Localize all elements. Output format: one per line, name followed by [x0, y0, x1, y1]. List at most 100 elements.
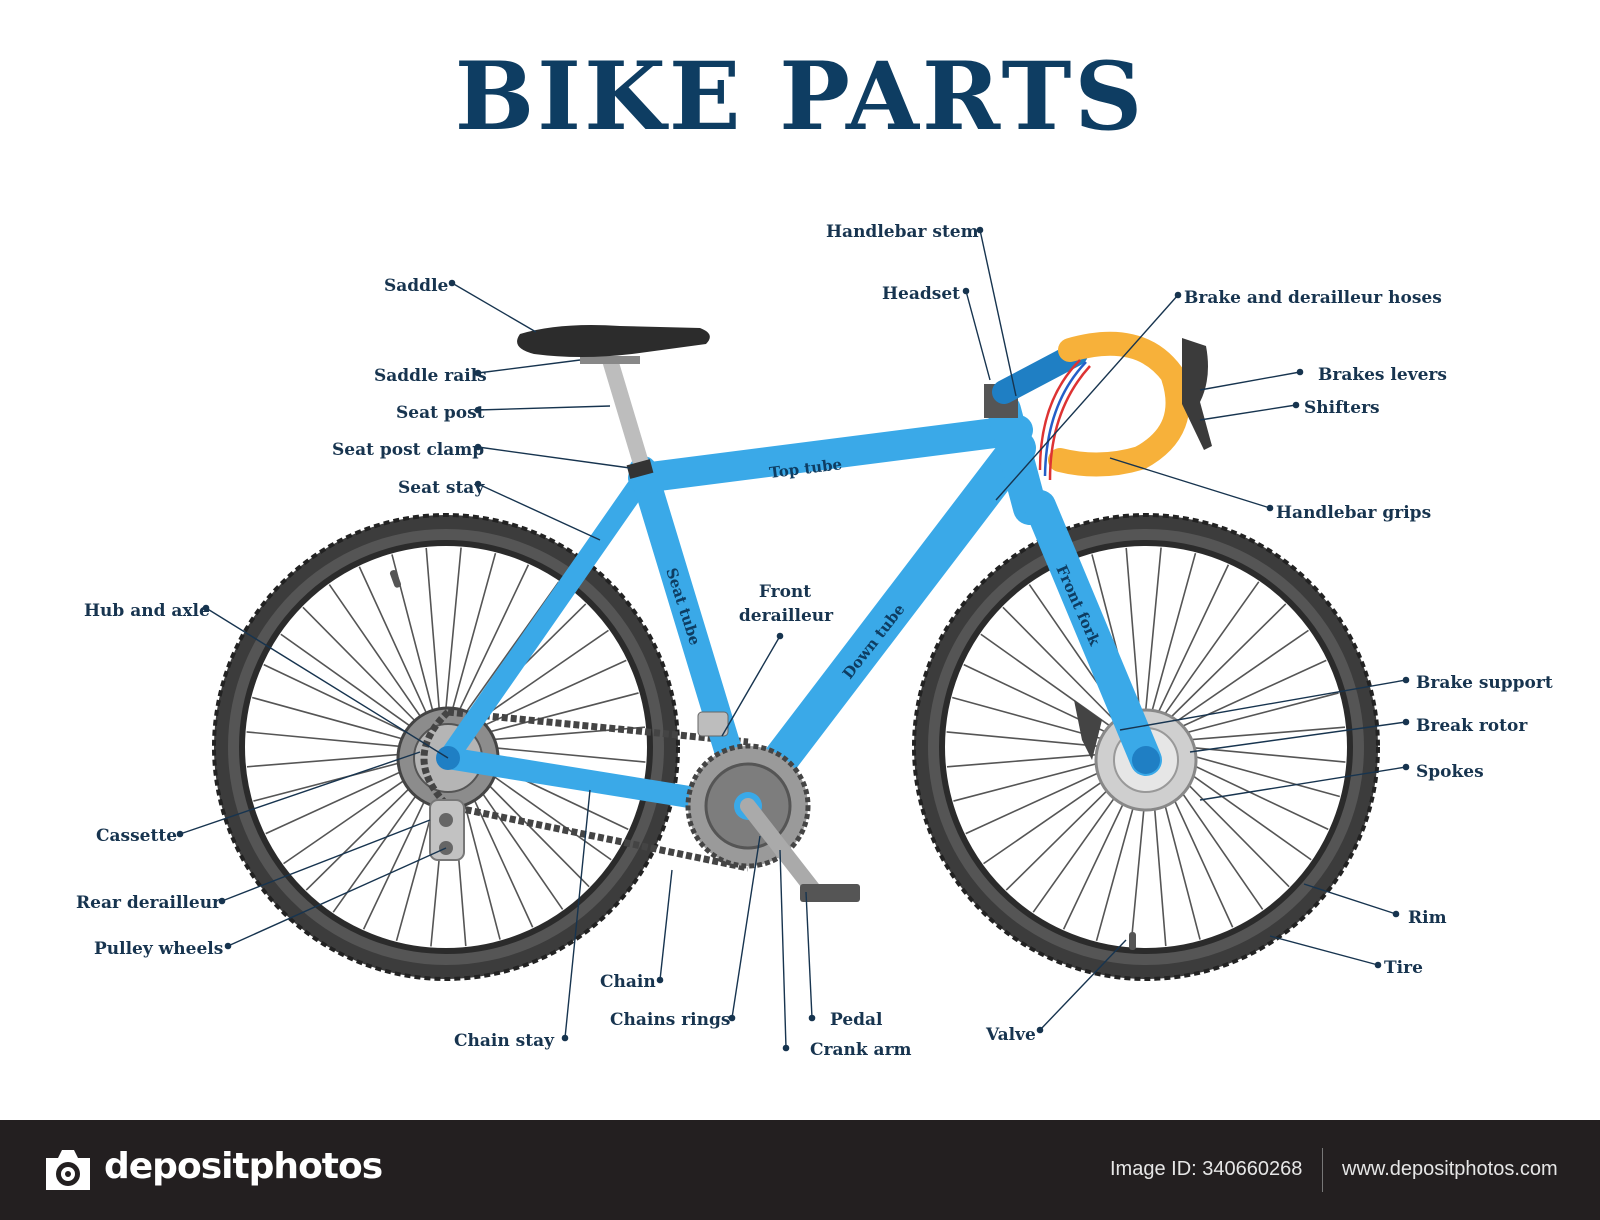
spoke	[1147, 564, 1230, 734]
rear-derailleur	[429, 799, 465, 861]
leader-dot	[656, 976, 664, 984]
seat-post	[602, 357, 651, 473]
leader-dot	[561, 1034, 569, 1042]
label-brake-hoses: Brake and derailleur hoses	[1184, 288, 1442, 308]
label-handlebar-grips: Handlebar grips	[1276, 503, 1432, 523]
leader-line	[1199, 404, 1297, 421]
brake-lever	[1182, 338, 1212, 450]
spoke	[1150, 581, 1260, 735]
leader-dot	[808, 1014, 816, 1022]
leader-line	[221, 819, 431, 902]
label-chains-rings: Chains rings	[610, 1010, 731, 1030]
chain	[420, 708, 749, 872]
crank-arm	[740, 798, 823, 900]
label-break-rotor: Break rotor	[1416, 716, 1528, 736]
leader-dot	[1036, 1026, 1044, 1034]
label-saddle: Saddle	[384, 276, 449, 296]
leader-line	[564, 789, 591, 1039]
label-valve: Valve	[986, 1025, 1036, 1045]
seat-post-clamp	[626, 459, 654, 479]
leader-line	[1269, 935, 1379, 966]
leader-dot	[1374, 961, 1382, 969]
spoke	[425, 547, 443, 734]
leader-dot	[776, 632, 784, 640]
leader-dot	[218, 897, 226, 905]
label-brake-support: Brake support	[1416, 673, 1553, 693]
leader-line	[979, 229, 1017, 397]
leader-dot	[202, 604, 210, 612]
label-seat-stay: Seat stay	[398, 478, 485, 498]
leader-dot	[1174, 291, 1182, 299]
leader-line	[805, 891, 813, 1019]
leader-lines	[176, 226, 1410, 1052]
label-brakes-levers: Brakes levers	[1318, 365, 1447, 385]
leader-line	[477, 405, 611, 411]
leader-dot	[1392, 910, 1400, 918]
leader-line	[779, 849, 787, 1049]
leader-line	[477, 359, 581, 374]
head-tube	[987, 393, 1047, 525]
leader-line	[477, 446, 631, 469]
leader-line	[965, 290, 991, 381]
pedal	[800, 884, 860, 902]
label-crank-arm: Crank arm	[810, 1040, 912, 1060]
leader-line	[1189, 721, 1407, 753]
leader-line	[477, 483, 601, 541]
label-cassette: Cassette	[96, 826, 178, 846]
leader-dot	[474, 406, 482, 414]
leader-dot	[1296, 368, 1304, 376]
leader-line	[1199, 766, 1407, 801]
label-saddle-rails: Saddle rails	[374, 366, 487, 386]
frame	[436, 393, 1162, 824]
spoke	[358, 566, 438, 737]
seat-stay	[438, 468, 653, 768]
leader-line	[205, 607, 449, 759]
leader-dot	[1266, 504, 1274, 512]
leader-line	[1109, 457, 1271, 509]
spoke	[450, 581, 560, 735]
spoke	[980, 633, 1134, 743]
leader-dot	[976, 226, 984, 234]
footer-separator	[1322, 1148, 1323, 1192]
label-shifters: Shifters	[1304, 398, 1380, 418]
leader-dot	[728, 1014, 736, 1022]
leader-line	[995, 294, 1179, 501]
spoke	[442, 547, 462, 734]
leader-dot	[474, 369, 482, 377]
page-title: BIKE PARTS	[454, 42, 1146, 152]
top-tube	[628, 415, 1033, 493]
footer-site-link[interactable]: www.depositphotos.com	[1342, 1158, 1558, 1180]
leader-dot	[448, 279, 456, 287]
leader-dot	[224, 942, 232, 950]
label-front-derailleur-2: derailleur	[738, 606, 834, 626]
leader-dot	[962, 287, 970, 295]
label-pulley-wheels: Pulley wheels	[94, 939, 224, 959]
valve-stem	[1129, 932, 1136, 950]
label-seat-post-clamp: Seat post clamp	[332, 440, 485, 460]
leader-line	[1039, 939, 1127, 1031]
label-spokes: Spokes	[1416, 762, 1484, 782]
spoke	[445, 553, 497, 734]
leader-dot	[782, 1044, 790, 1052]
leader-line	[1303, 883, 1397, 915]
leader-line	[721, 635, 781, 737]
saddle	[517, 325, 710, 357]
leader-line	[1119, 679, 1407, 731]
label-headset: Headset	[882, 284, 961, 304]
leader-dot	[1402, 676, 1410, 684]
spoke	[1152, 603, 1287, 736]
leader-line	[227, 847, 447, 947]
spoke	[1154, 629, 1309, 737]
spoke	[1142, 547, 1162, 734]
leader-dot	[1292, 401, 1300, 409]
leader-line	[179, 751, 421, 835]
label-rim: Rim	[1408, 908, 1447, 928]
leader-dot	[474, 443, 482, 451]
footer-brand[interactable]: depositphotos	[104, 1146, 383, 1187]
saddle-rails	[580, 356, 640, 364]
leader-dot	[1402, 718, 1410, 726]
leader-line	[731, 835, 761, 1019]
label-handlebar-stem: Handlebar stem	[826, 222, 979, 242]
brake-support	[1074, 700, 1102, 760]
label-chain: Chain	[600, 972, 656, 992]
